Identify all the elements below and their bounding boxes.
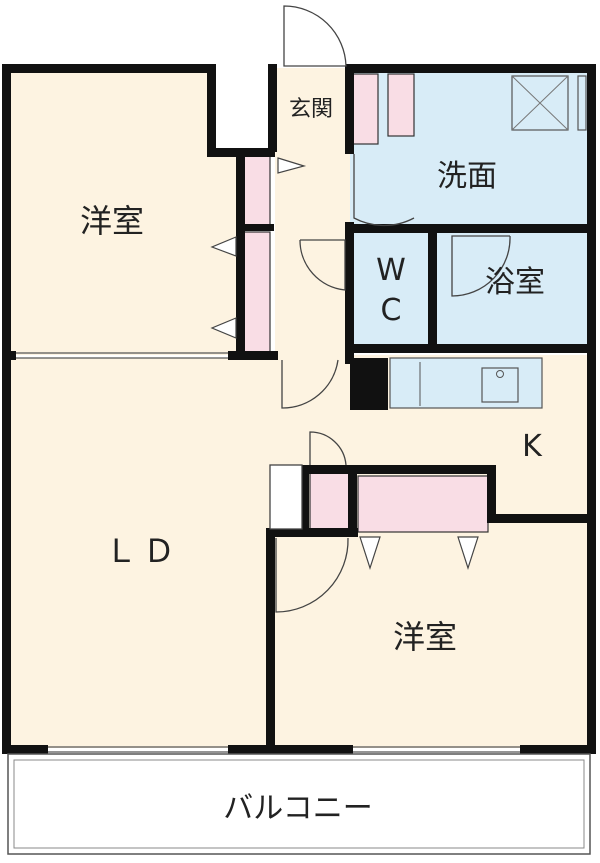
kitchen-counter [389, 357, 543, 409]
wall-wc-right [428, 224, 437, 352]
bathroom-area [436, 232, 590, 344]
closet-kitchen-small [309, 469, 351, 531]
label-wc-w: W [376, 253, 406, 288]
closet-top-left-upper [243, 155, 271, 227]
front-door-swing [283, 5, 347, 67]
entrance-area [275, 68, 350, 358]
label-living-dining: ＬＤ [105, 532, 181, 570]
storage-units [243, 73, 489, 533]
washroom-door-swing [353, 154, 415, 227]
wall-right [587, 64, 596, 754]
label-wc-c: C [381, 293, 402, 328]
wall-wet-bottom [345, 344, 593, 353]
fixtures [350, 75, 587, 410]
closet-bedroom-large [357, 475, 489, 533]
balcony-area [7, 753, 591, 855]
closet-door-tri-2 [210, 317, 237, 339]
wall-washroom-bottom [345, 224, 593, 233]
washer-pan-cross-2 [511, 75, 569, 131]
label-kitchen: K [522, 429, 543, 464]
wall-bottom-mid [228, 745, 353, 754]
washroom-shelf [577, 75, 587, 131]
closet-door-tri-4 [359, 536, 381, 570]
wall-closet-frame-top [300, 465, 496, 474]
wall-top-left [2, 64, 216, 73]
wall-closet-divider [236, 148, 245, 358]
refrigerator-block [350, 358, 388, 410]
closet-door-tri-5 [457, 536, 479, 570]
wall-ld-bedroom [266, 528, 275, 754]
wall-wet-left-lower [345, 222, 354, 362]
shoe-storage-right [387, 73, 415, 137]
wall-top-right [348, 64, 596, 73]
wall-bedroom-top-right [487, 514, 593, 523]
balcony-rail [13, 759, 585, 849]
room-labels: 洋室 玄関 洗面 W C 浴室 K ＬＤ 洋室 バルコニー [80, 97, 545, 826]
wall-bedroom-top-left [266, 528, 358, 537]
sink-drain [496, 370, 504, 378]
kitchen-sink [481, 367, 519, 403]
wc-area [352, 232, 430, 344]
wall-notch-vertical [207, 64, 216, 157]
wall-room-divider-right [228, 351, 278, 360]
wall-hall-right [345, 344, 354, 364]
wall-closet-mid [240, 224, 274, 231]
label-western-room-bottom: 洋室 [393, 618, 457, 656]
wall-bottom-right [520, 745, 596, 754]
closet-door-tri-1 [210, 236, 237, 257]
closet-door-tri-3 [277, 157, 307, 174]
wall-closet-frame-mid [348, 465, 357, 535]
ld-door-swing [281, 359, 339, 409]
label-bathroom: 浴室 [485, 265, 545, 300]
closet-door-markers [210, 157, 479, 570]
closet-top-left-lower [243, 231, 271, 353]
bedroom-door-swing [275, 537, 349, 613]
label-entrance: 玄関 [289, 97, 333, 122]
kitchen-closet-door-swing [309, 431, 347, 466]
western-room-bottom-area [272, 520, 590, 748]
shoe-storage-left [351, 73, 379, 145]
bathroom-door-swing [451, 235, 511, 297]
wall-wet-left [345, 64, 354, 154]
wall-closet-frame-left [300, 465, 309, 535]
wall-left [2, 64, 11, 754]
western-room-top-area [8, 70, 240, 355]
label-washroom: 洗面 [437, 159, 497, 194]
wall-bottom-left [2, 745, 48, 754]
windows [16, 352, 520, 753]
doors [269, 5, 511, 613]
walls [2, 64, 596, 754]
label-western-room-top: 洋室 [80, 202, 144, 240]
wall-entrance-left [268, 64, 277, 152]
wc-door-swing [299, 239, 346, 291]
wall-room-divider-left [2, 351, 16, 360]
wall-closet-frame-right [487, 465, 496, 521]
ld-partition [269, 464, 303, 530]
balcony [7, 753, 591, 855]
label-balcony: バルコニー [223, 791, 372, 826]
